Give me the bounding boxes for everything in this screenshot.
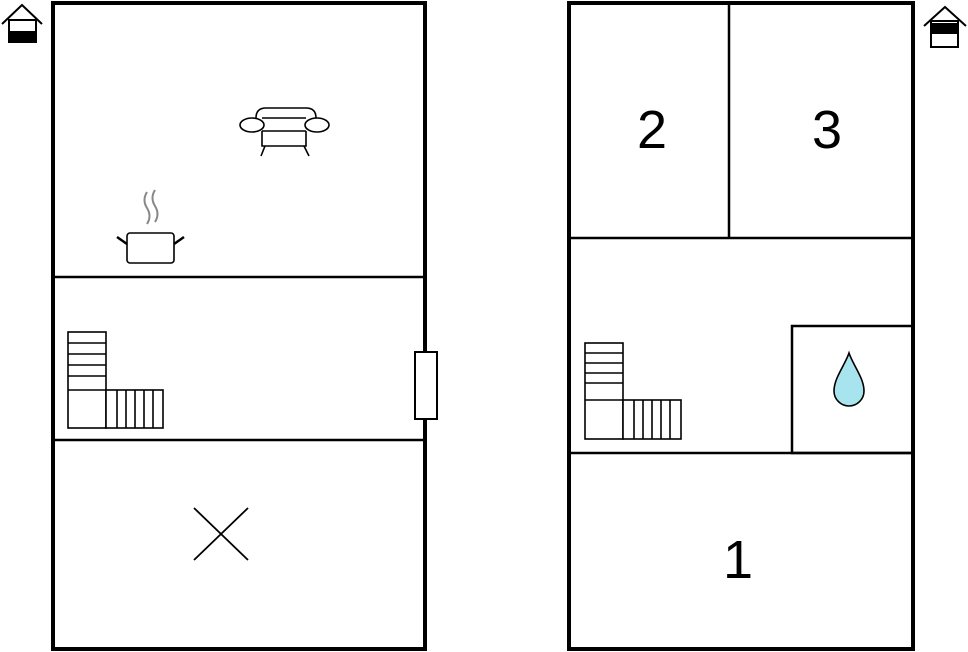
house-upper-floor-icon [923, 5, 967, 48]
room-number-2: 2 [637, 100, 667, 160]
cross-icon [193, 507, 249, 561]
ground-floor-plan [51, 1, 438, 651]
upper-floor-plan: 2 3 1 [567, 1, 915, 651]
door-icon [414, 351, 438, 420]
bathroom-walls [790, 324, 915, 455]
staircase-icon [584, 342, 682, 440]
cooking-pot-icon [116, 189, 185, 264]
room-number-3: 3 [812, 100, 842, 160]
house-ground-floor-icon [1, 3, 43, 43]
room-number-1: 1 [723, 530, 753, 590]
water-drop-icon [833, 350, 865, 407]
ground-floor-outline [51, 1, 427, 651]
sofa-icon [239, 107, 330, 157]
staircase-icon [67, 331, 164, 429]
